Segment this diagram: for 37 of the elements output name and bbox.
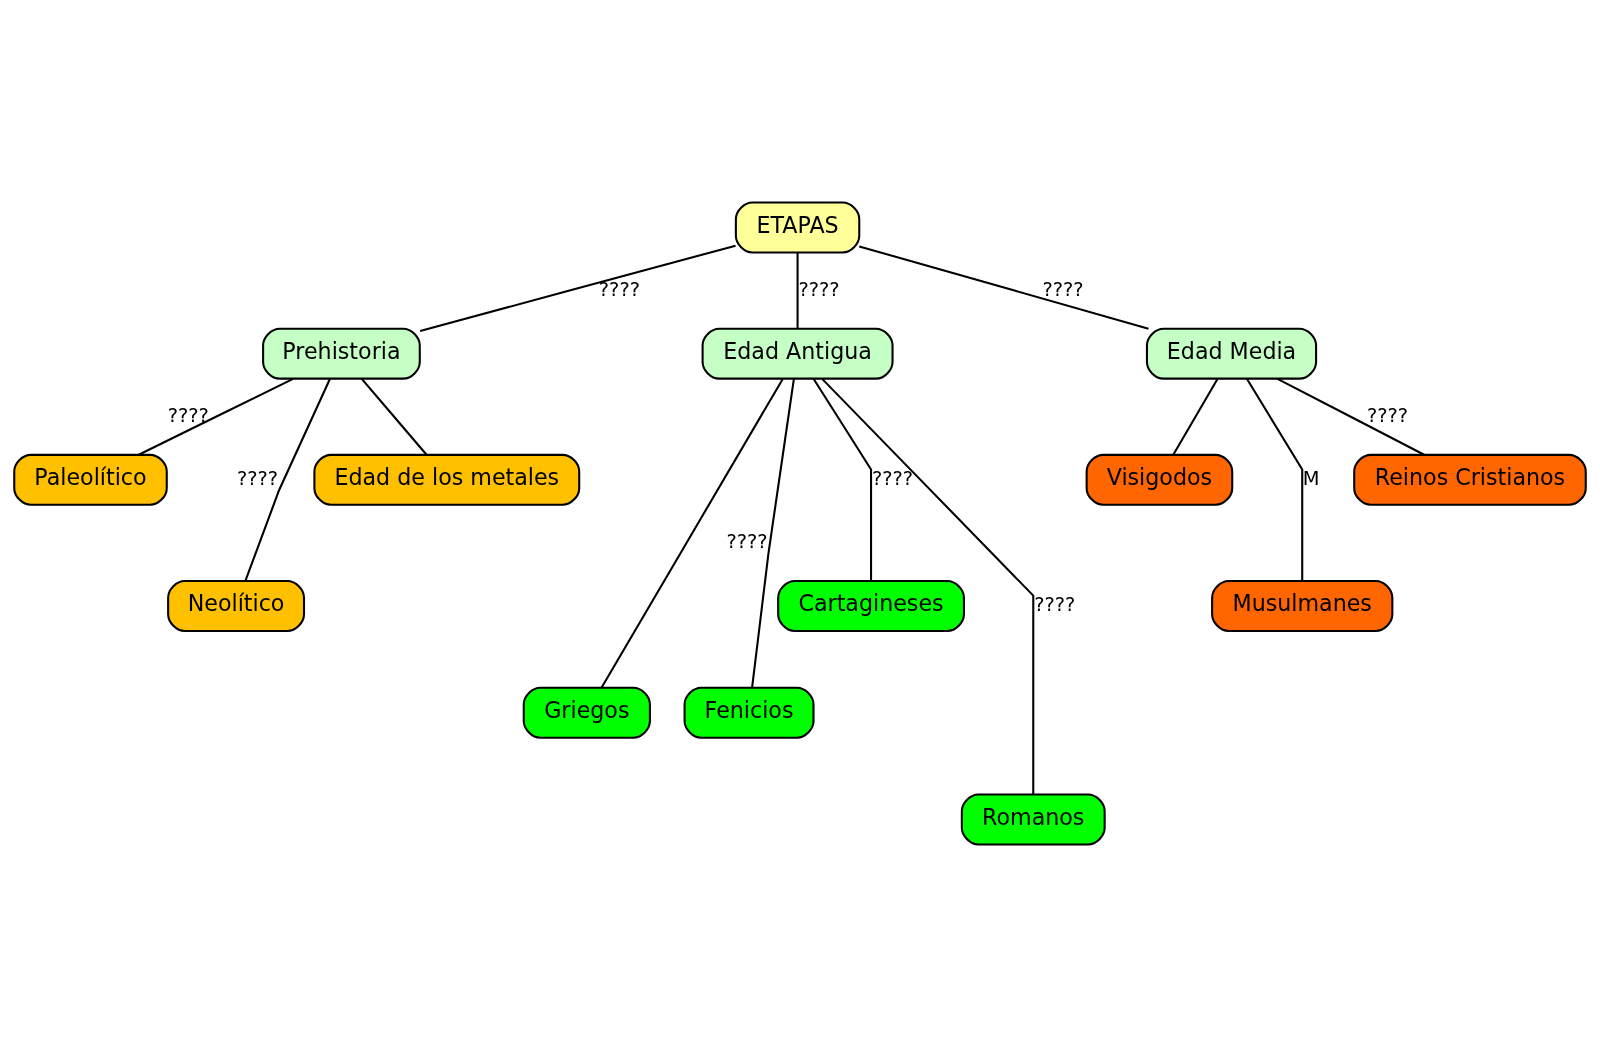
edge-label: ???? [1042, 277, 1084, 301]
connector [360, 378, 428, 456]
connector [138, 377, 294, 456]
edge-label: ???? [871, 466, 914, 490]
connector [600, 378, 784, 689]
node-box: Cartagineses [777, 580, 965, 632]
node-box: Prehistoria [262, 327, 421, 380]
connector [821, 377, 1035, 795]
node-box: Griegos [522, 686, 651, 739]
node-box: Romanos [960, 793, 1106, 846]
node-box: ETAPAS [734, 201, 861, 254]
node-box: Musulmanes [1211, 580, 1394, 632]
edge-label: ???? [236, 466, 279, 490]
connector [1172, 378, 1219, 456]
edge-label: ???? [726, 530, 768, 554]
connector [1246, 378, 1304, 581]
connector [419, 244, 736, 332]
edge-label: ???? [1034, 593, 1076, 617]
node-box: Edad Media [1145, 327, 1318, 380]
node-box: Fenicios [683, 686, 815, 739]
node-box: Neolítico [167, 580, 306, 632]
edge-label: ???? [798, 277, 840, 301]
connector [1277, 377, 1425, 456]
node-box: Visigodos [1085, 453, 1234, 506]
edge-label: M [1302, 466, 1320, 490]
connector [859, 245, 1149, 330]
connector [244, 378, 331, 582]
connector [751, 378, 795, 688]
node-box: Paleolítico [13, 453, 168, 506]
node-box: Reinos Cristianos [1353, 453, 1587, 506]
node-box: Edad de los metales [313, 453, 581, 506]
node-box: Edad Antigua [701, 327, 894, 380]
connector [796, 252, 799, 329]
edge-label: ???? [1366, 403, 1409, 427]
connector [812, 378, 873, 581]
edge-label: ???? [167, 403, 209, 427]
edge-label: ???? [598, 277, 641, 301]
